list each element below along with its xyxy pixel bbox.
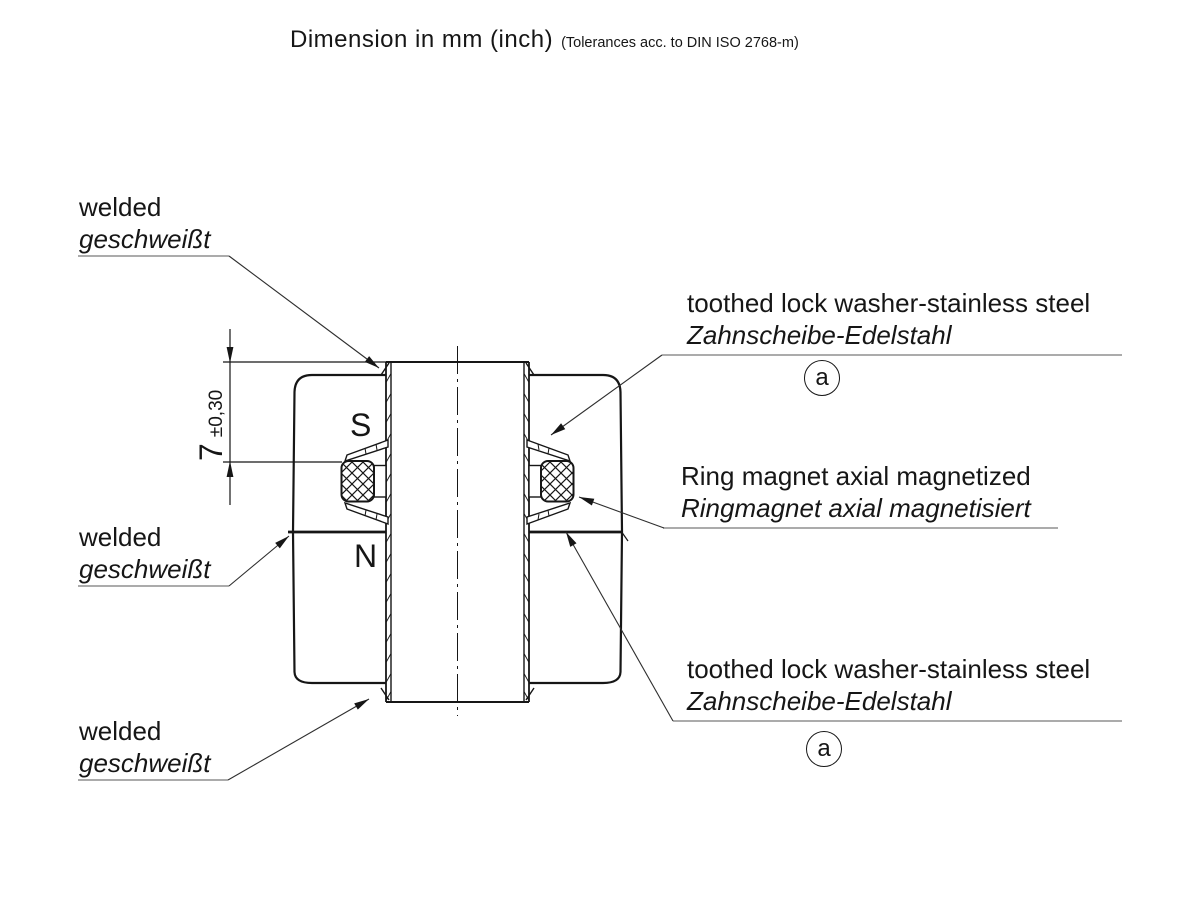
welded-label-en: welded bbox=[79, 192, 162, 222]
dimension-value: 7 bbox=[193, 443, 229, 461]
leader-lines bbox=[227, 255, 674, 781]
welded-label-en: welded bbox=[79, 716, 162, 746]
dimension-tolerance: ±0,30 bbox=[206, 389, 227, 438]
toothed-washer-label-de: Zahnscheibe-Edelstahl bbox=[687, 320, 952, 350]
ring-magnet-sections bbox=[340, 460, 575, 503]
weld-seams bbox=[380, 362, 535, 701]
tolerance-note: (Tolerances acc. to DIN ISO 2768-m) bbox=[561, 35, 799, 51]
detail-marker-a-top: a bbox=[804, 360, 840, 396]
ring-magnet-label-en: Ring magnet axial magnetized bbox=[681, 461, 1031, 491]
detail-marker-letter: a bbox=[817, 735, 831, 762]
pole-label-north: N bbox=[354, 538, 378, 574]
pot-housing-right bbox=[529, 373, 624, 685]
drawing-title: Dimension in mm (inch) (Tolerances acc. t… bbox=[290, 26, 799, 54]
dimension-7 bbox=[223, 329, 387, 505]
callout-welded-bottom: welded geschweißt bbox=[79, 715, 211, 779]
central-tube bbox=[385, 361, 530, 703]
callout-toothed-washer-top: toothed lock washer-stainless steel Zahn… bbox=[687, 287, 1090, 351]
pot-housing-left bbox=[291, 373, 386, 685]
toothed-lock-washers bbox=[343, 438, 572, 526]
toothed-washer-label-en: toothed lock washer-stainless steel bbox=[687, 288, 1091, 318]
callout-underlines bbox=[78, 255, 1122, 781]
welded-label-de: geschweißt bbox=[79, 554, 211, 584]
welded-label-de: geschweißt bbox=[79, 748, 211, 778]
ring-magnet-label-de: Ringmagnet axial magnetisiert bbox=[681, 493, 1031, 523]
callout-welded-middle: welded geschweißt bbox=[79, 521, 211, 585]
detail-marker-letter: a bbox=[815, 364, 829, 391]
detail-marker-a-bottom: a bbox=[806, 731, 842, 767]
callout-toothed-washer-bottom: toothed lock washer-stainless steel Zahn… bbox=[687, 653, 1090, 717]
callout-ring-magnet: Ring magnet axial magnetized Ringmagnet … bbox=[681, 460, 1031, 524]
title-text: Dimension in mm (inch) bbox=[290, 26, 554, 53]
toothed-washer-label-de: Zahnscheibe-Edelstahl bbox=[687, 686, 952, 716]
welded-label-de: geschweißt bbox=[79, 224, 211, 254]
welded-label-en: welded bbox=[79, 522, 162, 552]
dimension-7-text: 7 ±0,30 bbox=[193, 390, 230, 461]
toothed-washer-label-en: toothed lock washer-stainless steel bbox=[687, 654, 1091, 684]
pole-label-south: S bbox=[350, 407, 372, 443]
callout-welded-top: welded geschweißt bbox=[79, 191, 211, 255]
